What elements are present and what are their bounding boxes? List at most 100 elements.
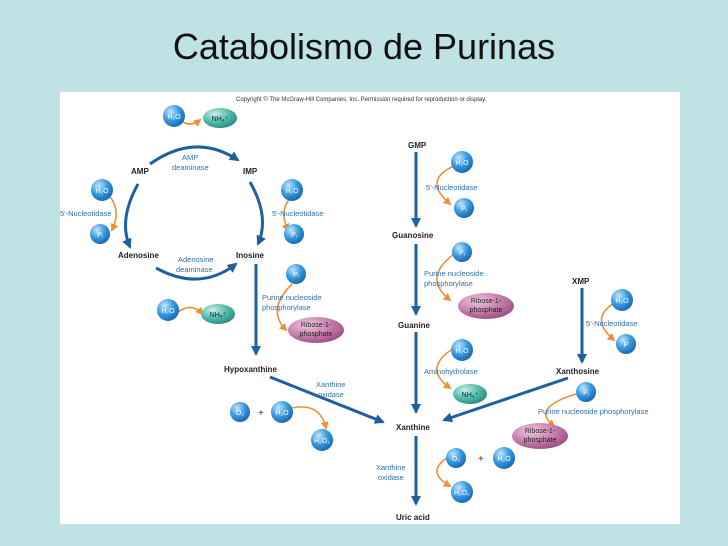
enzyme-pnp-guanosine-line2: phosphorylase <box>424 279 473 288</box>
h2o2-icon: H₂O₂ <box>311 429 333 451</box>
arrow-amp-to-adenosine <box>122 183 140 249</box>
svg-text:Pᵢ: Pᵢ <box>293 272 299 279</box>
h2o-icon: H₂O <box>91 179 113 201</box>
enzyme-amp-deaminase-line2: deaminase <box>172 163 209 172</box>
compound-xanthosine: Xanthosine <box>556 367 600 376</box>
compound-adenosine: Adenosine <box>118 251 159 260</box>
enzyme-pnp-xanthosine: Purine nucleoside phosphorylase <box>538 407 649 416</box>
purine-catabolism-diagram: Copyright © The McGraw-Hill Companies, I… <box>60 96 649 522</box>
o2-icon: O₂ <box>446 448 466 468</box>
enzyme-pnp-inosine-line2: phosphorylase <box>262 303 311 312</box>
h2o-icon: H₂O <box>163 105 185 127</box>
svg-text:Ribose-1-: Ribose-1- <box>301 322 332 329</box>
arrow-amp-to-imp <box>149 145 240 166</box>
svg-text:NH₄⁺: NH₄⁺ <box>212 116 229 123</box>
svg-text:H₂O: H₂O <box>497 456 511 463</box>
svg-text:Pᵢ: Pᵢ <box>461 206 467 213</box>
p-icon: P <box>616 334 636 354</box>
svg-text:H₂O₂: H₂O₂ <box>314 438 330 445</box>
xmp-pathway <box>442 288 587 423</box>
ribose-phosphate-icon: Ribose-1- phosphate <box>512 423 568 449</box>
svg-text:Ribose-1-: Ribose-1- <box>471 298 502 305</box>
svg-text:H₂O: H₂O <box>167 114 181 121</box>
arrow-imp-to-inosine <box>248 181 266 246</box>
enzyme-nucleotidase-imp: 5'-Nucleotidase <box>272 209 323 218</box>
plus-sign: + <box>478 454 484 465</box>
enzyme-adenosine-deaminase-line1: Adenosine <box>178 255 213 264</box>
svg-text:Pᵢ: Pᵢ <box>97 232 103 239</box>
h2o2-icon: H₂O₂ <box>451 481 473 503</box>
compound-hypoxanthine: Hypoxanthine <box>224 365 277 374</box>
compound-xanthine: Xanthine <box>396 423 430 432</box>
svg-text:P: P <box>624 342 629 349</box>
svg-text:phosphate: phosphate <box>470 307 503 314</box>
compound-guanine: Guanine <box>398 321 431 330</box>
svg-text:O₂: O₂ <box>236 410 244 417</box>
nh4-icon: NH₄⁺ <box>201 304 235 324</box>
enzyme-nucleotidase-amp: 5'-Nucleotidase <box>60 209 111 218</box>
h2o-icon: H₂O <box>281 179 303 201</box>
pi-icon: Pᵢ <box>286 264 306 284</box>
h2o-icon: H₂O <box>611 289 633 311</box>
pi-icon: Pᵢ <box>452 242 472 262</box>
pi-icon: Pᵢ <box>284 224 304 244</box>
svg-text:H₂O₂: H₂O₂ <box>454 490 470 497</box>
svg-text:O₂: O₂ <box>452 456 460 463</box>
o2-icon: O₂ <box>230 402 250 422</box>
arrow-adenosine-to-inosine <box>155 262 238 281</box>
enzyme-adenosine-deaminase-line2: deaminase <box>176 265 213 274</box>
side-arrows-right <box>544 301 617 428</box>
svg-text:NH₄⁺: NH₄⁺ <box>462 392 479 399</box>
enzyme-xanthine-oxidase-1-line1: Xanthine <box>316 380 346 389</box>
ribose-phosphate-icon: Ribose-1- phosphate <box>458 293 514 319</box>
h2o-icon: H₂O <box>451 151 473 173</box>
svg-text:phosphate: phosphate <box>300 331 333 338</box>
pi-icon: Pᵢ <box>454 198 474 218</box>
enzyme-nucleotidase-gmp: 5'-Nucleotidase <box>426 183 477 192</box>
svg-text:NH₄⁺: NH₄⁺ <box>210 312 227 319</box>
arrow-hypoxanthine-to-xanthine <box>269 375 385 424</box>
svg-text:H₂O: H₂O <box>275 410 289 417</box>
h2o-icon: H₂O <box>271 401 293 423</box>
h2o-icon: H₂O <box>493 447 515 469</box>
compound-imp: IMP <box>243 167 258 176</box>
svg-text:phosphate: phosphate <box>524 437 557 444</box>
enzyme-xanthine-oxidase-2-line1: Xanthine <box>376 463 406 472</box>
slide-title: Catabolismo de Purinas <box>172 26 556 67</box>
h2o-icon: H₂O <box>451 339 473 361</box>
nh4-icon: NH₄⁺ <box>203 108 237 128</box>
svg-text:H₂O: H₂O <box>455 160 469 167</box>
pathway-diagram-panel: Copyright © The McGraw-Hill Companies, I… <box>60 92 680 524</box>
h2o-icon: H₂O <box>157 299 179 321</box>
nh4-icon: NH₄⁺ <box>453 384 487 404</box>
svg-text:H₂O: H₂O <box>95 188 109 195</box>
pi-icon: Pᵢ <box>90 224 110 244</box>
svg-text:Pᵢ: Pᵢ <box>459 250 465 257</box>
enzyme-xanthine-oxidase-2-line2: oxidase <box>378 473 404 482</box>
amp-imp-cycle <box>122 145 385 424</box>
enzyme-nucleotidase-xmp: 5'-Nucleotidase <box>586 319 637 328</box>
plus-sign: + <box>258 408 264 419</box>
copyright-notice: Copyright © The McGraw-Hill Companies, I… <box>236 96 487 103</box>
svg-text:H₂O: H₂O <box>615 298 629 305</box>
enzyme-pnp-inosine-line1: Purine nucleoside <box>262 293 322 302</box>
compound-gmp: GMP <box>408 141 427 150</box>
compound-inosine: Inosine <box>236 251 265 260</box>
enzyme-aminohydrolase: Aminohydrolase <box>424 367 478 376</box>
svg-text:H₂O: H₂O <box>455 348 469 355</box>
svg-text:Ribose-1-: Ribose-1- <box>525 428 556 435</box>
compound-xmp: XMP <box>572 277 590 286</box>
compound-guanosine: Guanosine <box>392 231 434 240</box>
enzyme-pnp-guanosine-line1: Purine nucleoside <box>424 269 484 278</box>
svg-text:H₂O: H₂O <box>161 308 175 315</box>
enzyme-amp-deaminase-line1: AMP <box>182 153 198 162</box>
svg-text:Pᵢ: Pᵢ <box>583 390 589 397</box>
side-arrows-center <box>436 165 455 487</box>
svg-text:H₂O: H₂O <box>285 188 299 195</box>
compound-uric-acid: Uric acid <box>396 513 430 522</box>
ribose-phosphate-icon: Ribose-1- phosphate <box>288 317 344 343</box>
enzyme-xanthine-oxidase-1-line2: oxidase <box>318 390 344 399</box>
compound-amp: AMP <box>131 167 149 176</box>
pi-icon: Pᵢ <box>576 382 596 402</box>
svg-text:Pᵢ: Pᵢ <box>291 232 297 239</box>
